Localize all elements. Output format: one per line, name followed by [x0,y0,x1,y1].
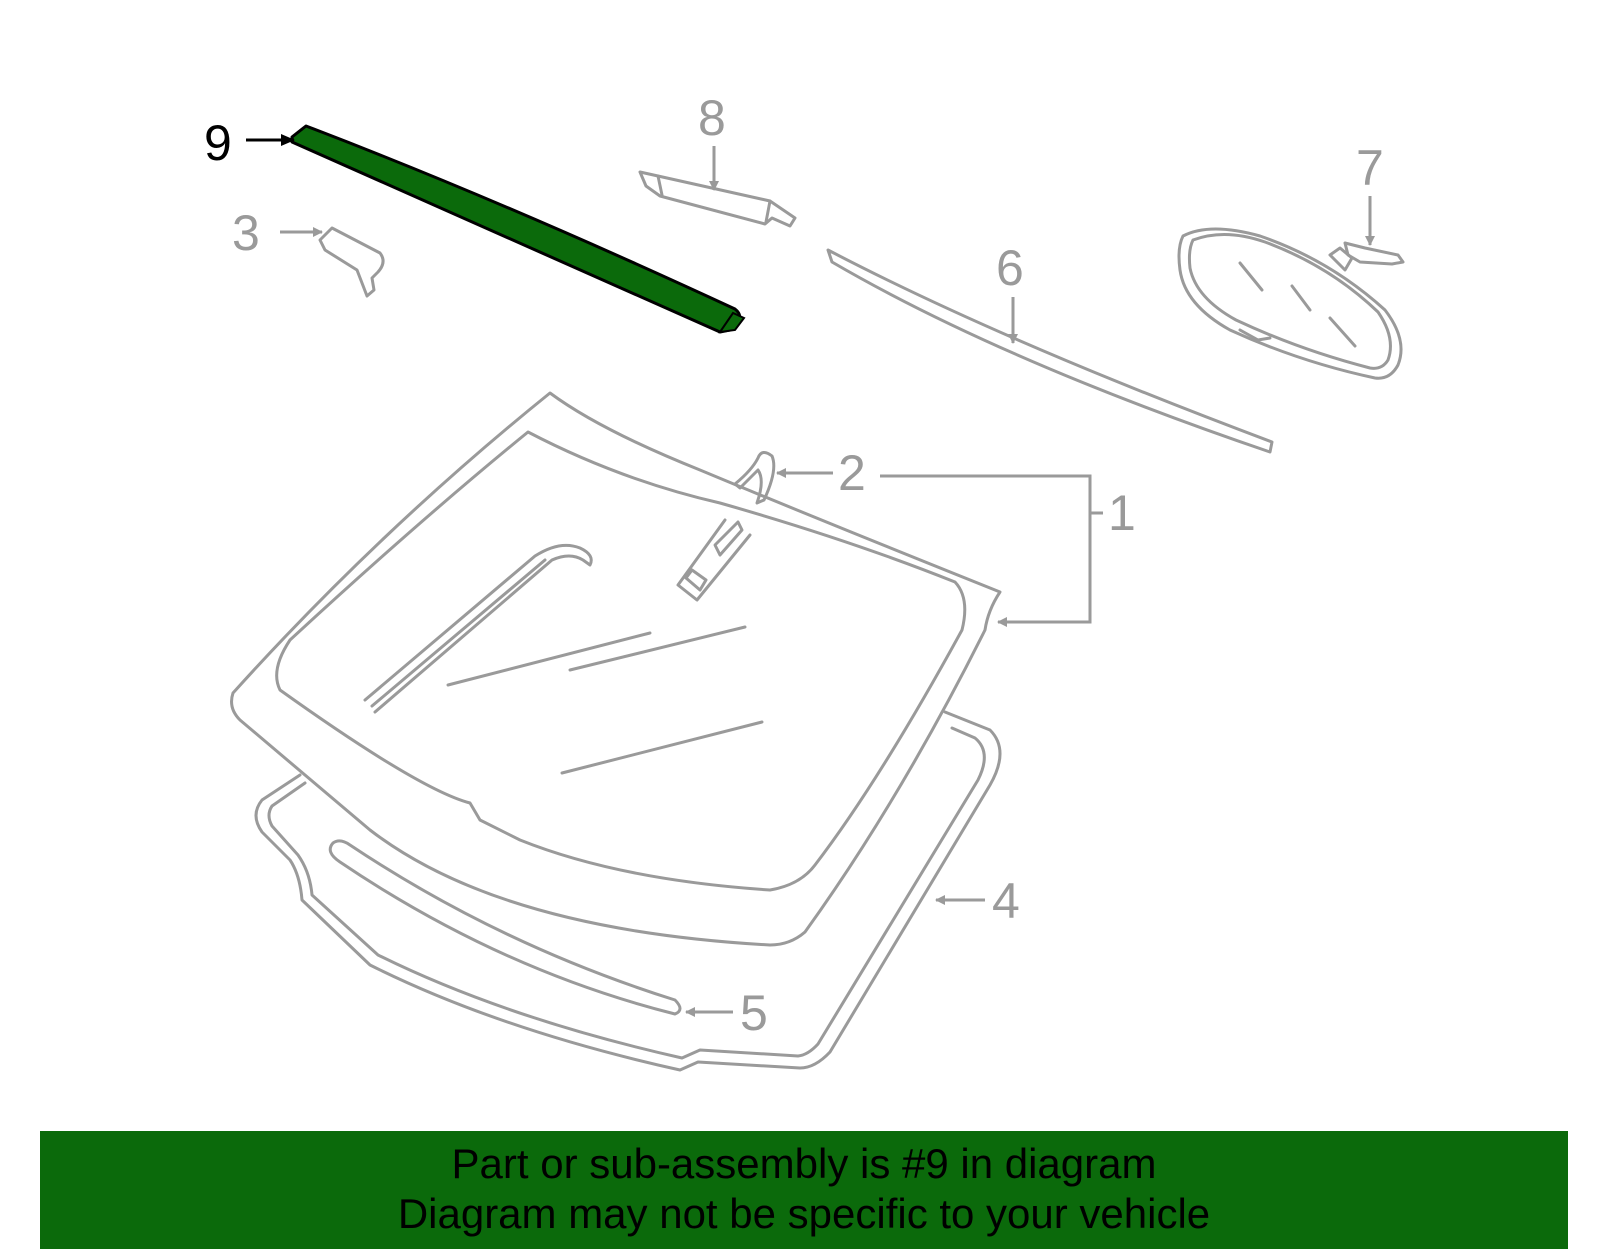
callout-4: 4 [992,873,1020,929]
footer-banner: Part or sub-assembly is #9 in diagram Di… [40,1131,1568,1249]
leader-lines [246,134,1375,1017]
part-2-clip [733,451,776,505]
callout-1: 1 [1108,485,1136,541]
callout-9: 9 [204,115,232,171]
callout-2: 2 [838,445,866,501]
part-4-lower-molding [254,710,1002,1072]
part-8-cover [638,170,797,228]
footer-line-1: Part or sub-assembly is #9 in diagram [451,1140,1157,1187]
callout-7: 7 [1356,140,1384,196]
part-6-upper-molding [826,248,1274,454]
footer-line-2: Diagram may not be specific to your vehi… [397,1190,1211,1237]
part-7-mirror [1177,227,1405,380]
callout-3: 3 [232,205,260,261]
part-5-strip [328,839,682,1016]
part-3-bracket [318,226,385,298]
callout-5: 5 [740,985,768,1041]
callout-8: 8 [698,90,726,146]
part-1-windshield [230,391,1002,947]
part-9-molding [290,124,746,334]
callout-6: 6 [996,240,1024,296]
